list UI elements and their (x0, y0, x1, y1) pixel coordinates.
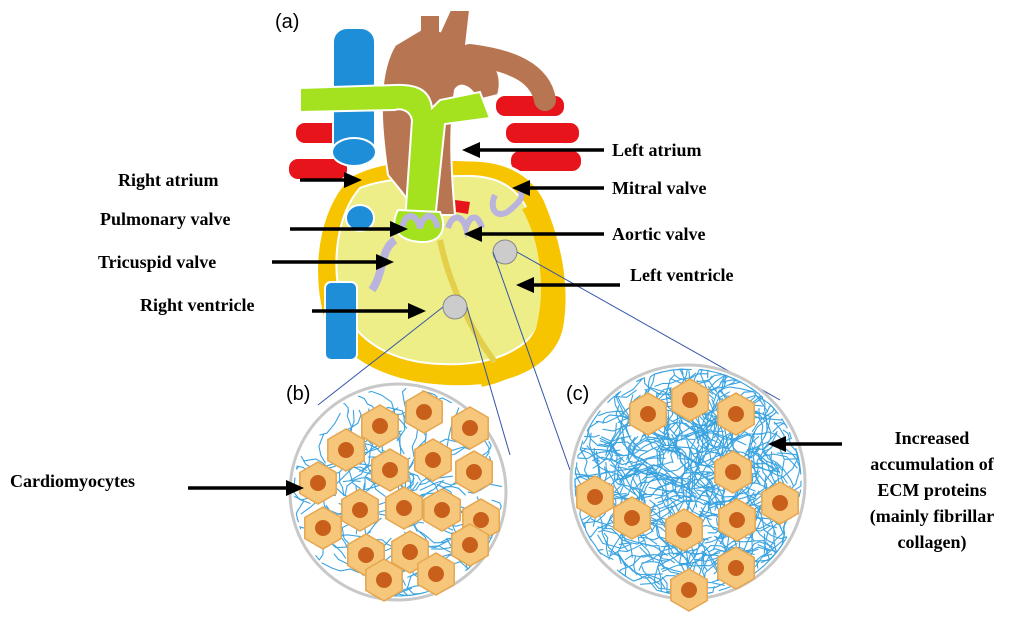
arrow-cardiomyocytes (188, 480, 304, 496)
cell-nucleus (676, 522, 692, 538)
label-aortic-valve: Aortic valve (612, 224, 705, 244)
cell-nucleus (728, 406, 744, 422)
cell-nucleus (416, 404, 432, 420)
cell-nucleus (358, 547, 374, 563)
panel-c-label: (c) (566, 383, 589, 405)
label-left-ventricle: Left ventricle (630, 265, 733, 285)
cell-nucleus (728, 560, 744, 576)
label-right-ventricle: Right ventricle (140, 295, 254, 315)
arrow-mitral-valve (512, 180, 604, 196)
cell-nucleus (729, 512, 745, 528)
cell-nucleus (372, 418, 388, 434)
cell-nucleus (682, 392, 698, 408)
cell-nucleus (396, 500, 412, 516)
fibrotic-tissue-circle (571, 365, 805, 611)
ecm-line-5: collagen) (898, 532, 967, 553)
sample-spot-left-ventricle (493, 240, 517, 264)
label-pulmonary-valve: Pulmonary valve (100, 209, 231, 229)
cell-nucleus (587, 489, 603, 505)
cell-nucleus (315, 520, 331, 536)
cell-nucleus (352, 502, 368, 518)
cell-nucleus (428, 566, 444, 582)
cell-nucleus (681, 582, 697, 598)
cell-nucleus (376, 572, 392, 588)
cell-nucleus (462, 420, 478, 436)
cell-nucleus (425, 452, 441, 468)
healthy-tissue-circle (290, 384, 506, 601)
heart-illustration (288, 10, 582, 387)
cell-nucleus (466, 464, 482, 480)
cell-nucleus (772, 495, 788, 511)
cell-nucleus (338, 442, 354, 458)
cell-nucleus (402, 544, 418, 560)
panel-b-label: (b) (286, 383, 310, 405)
cell-nucleus (473, 512, 489, 528)
cell-nucleus (725, 464, 741, 480)
ecm-line-3: ECM proteins (877, 480, 986, 500)
label-ecm: Increased accumulation of ECM proteins (… (870, 428, 995, 553)
cell-nucleus (640, 406, 656, 422)
cell-nucleus (624, 510, 640, 526)
label-right-atrium: Right atrium (118, 170, 219, 190)
label-left-atrium: Left atrium (612, 140, 701, 160)
label-mitral-valve: Mitral valve (612, 178, 706, 198)
ecm-line-1: Increased (895, 428, 970, 448)
ecm-line-2: accumulation of (870, 454, 995, 474)
label-tricuspid-valve: Tricuspid valve (98, 252, 216, 272)
cell-nucleus (434, 502, 450, 518)
label-cardiomyocytes: Cardiomyocytes (10, 471, 135, 491)
cell-nucleus (462, 537, 478, 553)
cell-nucleus (310, 475, 326, 491)
ecm-line-4: (mainly fibrillar (870, 506, 995, 527)
cell-nucleus (382, 462, 398, 478)
panel-a-label: (a) (275, 11, 299, 33)
sample-spot-right-ventricle (443, 295, 467, 319)
